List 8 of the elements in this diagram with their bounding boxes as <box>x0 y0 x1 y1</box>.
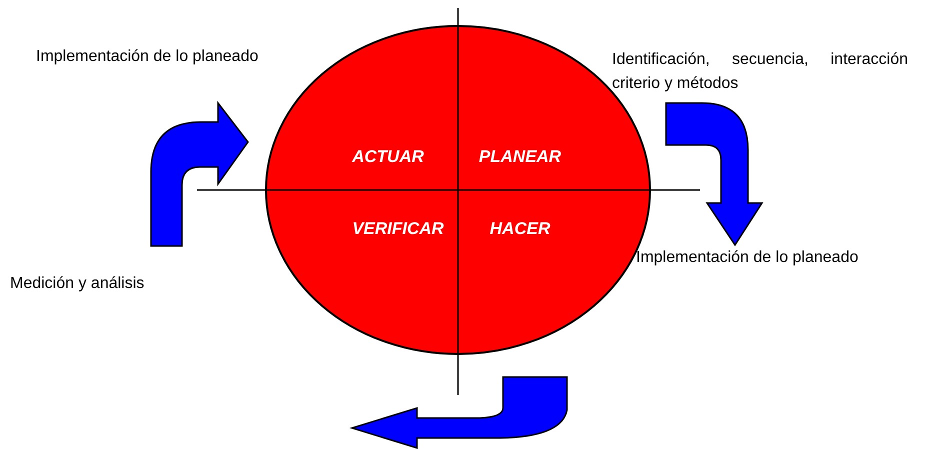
quadrant-label: HACER <box>490 219 550 239</box>
annotation-text: Identificación, secuencia, interacción criterio y métodos <box>612 50 908 94</box>
quadrant-label: ACTUAR <box>352 147 424 167</box>
annotation-text: Implementación de lo planeado <box>36 47 258 67</box>
quadrant-label: VERIFICAR <box>352 219 444 239</box>
annotation-text: Medición y análisis <box>10 274 144 294</box>
annotation-text: Implementación de lo planeado <box>636 248 858 268</box>
quadrant-label: PLANEAR <box>478 147 562 167</box>
